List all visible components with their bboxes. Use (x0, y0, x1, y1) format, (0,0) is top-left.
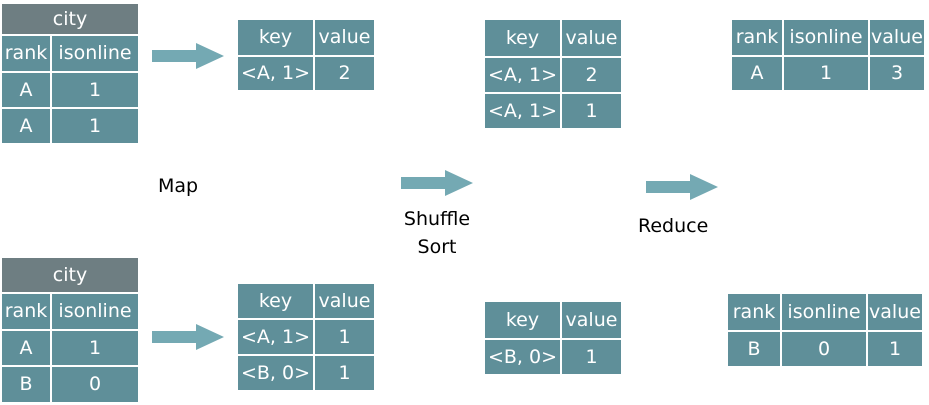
map-output-table-2: key value <A, 1> 1 <B, 0> 1 (236, 282, 376, 392)
table-cell: 1 (560, 92, 623, 130)
shuffle-output-table-2: key value <B, 0> 1 (483, 300, 623, 376)
reduce-label: Reduce (638, 215, 709, 237)
table-cell: <B, 0> (236, 354, 315, 392)
table-cell: A (0, 329, 52, 367)
table-cell: A (730, 55, 784, 92)
column-header: isonline (780, 292, 868, 332)
table-cell: 1 (313, 354, 376, 392)
map-output-table-1: key value <A, 1> 2 (236, 18, 376, 92)
table-cell: <A, 1> (483, 56, 562, 94)
table-cell: 3 (868, 55, 926, 92)
table-cell: <B, 0> (483, 338, 562, 376)
arrow-right-icon (152, 324, 224, 350)
map-label: Map (158, 175, 199, 197)
table-title: city (0, 2, 140, 36)
reduce-output-table-2: rank isonline value B 0 1 (726, 292, 924, 368)
table-cell: <A, 1> (236, 318, 315, 356)
arrow-shape (152, 43, 224, 69)
table-cell: 1 (313, 318, 376, 356)
column-header: rank (726, 292, 782, 332)
table-cell: 1 (50, 107, 140, 145)
arrow-right-icon (646, 174, 718, 200)
column-header: rank (730, 18, 784, 57)
arrow-right-icon (401, 170, 473, 196)
column-header: isonline (782, 18, 870, 57)
table-cell: B (0, 365, 52, 404)
column-header: value (560, 18, 623, 58)
table-cell: 1 (50, 71, 140, 109)
column-header: value (313, 282, 376, 320)
table-cell: 0 (780, 330, 868, 368)
reduce-output-table-1: rank isonline value A 1 3 (730, 18, 926, 92)
column-header: value (313, 18, 376, 57)
table-title: city (0, 256, 140, 294)
arrow-right-icon (152, 43, 224, 69)
table-cell: A (0, 71, 52, 109)
column-header: isonline (50, 34, 140, 73)
table-cell: 1 (50, 329, 140, 367)
table-cell: 2 (313, 55, 376, 92)
table-cell: A (0, 107, 52, 145)
column-header: key (483, 18, 562, 58)
table-cell: 0 (50, 365, 140, 404)
arrow-shape (152, 324, 224, 350)
column-header: key (483, 300, 562, 340)
column-header: key (236, 18, 315, 57)
input-table-1: city rank isonline A 1 A 1 (0, 2, 140, 145)
column-header: value (560, 300, 623, 340)
column-header: rank (0, 292, 52, 331)
arrow-shape (401, 170, 473, 196)
sort-label: Sort (417, 236, 457, 258)
shuffle-label: Shuffle (403, 208, 471, 230)
table-cell: 1 (560, 338, 623, 376)
column-header: key (236, 282, 315, 320)
table-cell: <A, 1> (236, 55, 315, 92)
arrow-shape (646, 174, 718, 200)
shuffle-output-table-1: key value <A, 1> 2 <A, 1> 1 (483, 18, 623, 130)
input-table-2: city rank isonline A 1 B 0 (0, 256, 140, 404)
column-header: isonline (50, 292, 140, 331)
table-cell: <A, 1> (483, 92, 562, 130)
table-cell: 1 (782, 55, 870, 92)
column-header: value (868, 18, 926, 57)
table-cell: B (726, 330, 782, 368)
table-cell: 2 (560, 56, 623, 94)
column-header: value (866, 292, 924, 332)
table-cell: 1 (866, 330, 924, 368)
column-header: rank (0, 34, 52, 73)
